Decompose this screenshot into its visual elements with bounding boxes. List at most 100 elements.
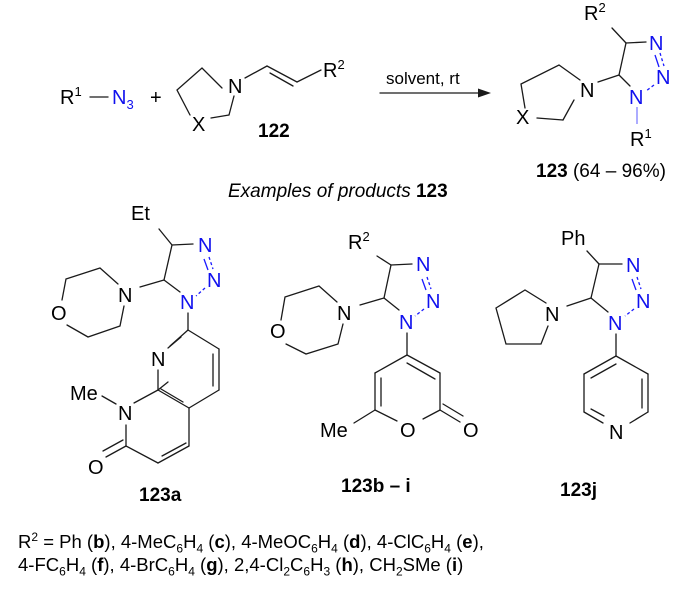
compound-123j-label: 123j [560, 480, 597, 501]
ring-bond [562, 99, 575, 121]
n-n-double-bond [636, 276, 642, 290]
vinyl-double-bond-inner [269, 72, 294, 87]
bond [590, 263, 600, 299]
bond [171, 243, 194, 246]
triazole-n3: N [649, 33, 663, 55]
morpholine-n: N [118, 285, 132, 307]
bond [597, 74, 620, 83]
product-amine-n: N [580, 80, 594, 102]
carbonyl-bond [442, 403, 464, 417]
ring-bond [536, 117, 564, 121]
plus-sign: + [150, 87, 162, 109]
n-n-bond [645, 84, 655, 92]
carbonyl-o: O [463, 420, 479, 442]
n-n-bond [624, 308, 635, 317]
legend-items: 4-FC6H4 (f), 4-BrC6H4 (g), 2,4-Cl2C6H3 (… [18, 554, 464, 579]
legend-item-f: 4-FC6H4 (f), [18, 554, 120, 579]
legend-r2: R2 [18, 530, 39, 553]
legend-item-b: Ph (b), [59, 531, 121, 553]
example-123j: Ph N N N N N 123j [495, 228, 650, 501]
n-n-double-bond [208, 256, 214, 270]
carbonyl-bond [102, 439, 124, 452]
triazole-n1: N [399, 312, 413, 334]
triazole-n1: N [180, 292, 194, 314]
n-n-bond [421, 278, 427, 291]
conditions-label: solvent, rt [386, 69, 460, 88]
n-n-double-bond [426, 276, 432, 290]
enamine-reagent-122: N X R2 122 [176, 57, 345, 142]
legend-item-i: CH2SMe (i) [369, 554, 464, 579]
arrow-head [478, 88, 491, 98]
morpholine-bonds [285, 323, 344, 355]
methyl-bond [353, 409, 376, 424]
n-n-bond [203, 258, 209, 271]
n-vinyl-bond [244, 65, 268, 79]
bond [160, 388, 184, 403]
example-123b-i: R2 N N N N O Me O O 123b – i [270, 229, 479, 497]
bond [383, 297, 400, 311]
ring-bonds [520, 64, 581, 109]
bond [374, 354, 408, 374]
bond [583, 411, 604, 424]
bond [406, 354, 441, 374]
bond [590, 408, 605, 417]
bond [359, 297, 385, 306]
bond [625, 41, 647, 44]
bond [615, 355, 649, 375]
morpholine-bonds [280, 285, 338, 321]
morpholine-o: O [270, 321, 286, 343]
product-ring-x: X [516, 107, 529, 129]
triazole-n1: N [608, 313, 622, 335]
triazole-n2: N [207, 270, 221, 292]
legend-item-h: 2,4-Cl2C6H3 (h), [233, 554, 370, 579]
pyridine-n: N [609, 422, 623, 444]
bond [158, 228, 173, 246]
bond [618, 74, 631, 87]
legend-item-d: 4-MeOC6H4 (d), [241, 531, 377, 556]
product-r1: R1 [630, 126, 652, 151]
bond [566, 297, 592, 307]
methyl-n: N [118, 403, 132, 425]
vinyl-double-bond [266, 65, 298, 83]
triazole-n3: N [626, 255, 640, 277]
r2-label: R2 [323, 57, 345, 82]
n-n-bond [195, 287, 206, 297]
product-123-label: 123 (64 – 96%) [536, 161, 666, 182]
ring-bonds [176, 67, 223, 116]
bond [422, 409, 441, 420]
triazole-n3: N [416, 254, 430, 276]
carbonyl-bond [105, 445, 127, 458]
triazole-n1: N [629, 87, 643, 109]
bond [383, 264, 392, 299]
morpholine-bonds [66, 305, 125, 338]
bond [406, 362, 436, 380]
carbonyl-bond [439, 409, 461, 423]
legend-item-e: 4-ClC6H4 (e), [376, 531, 484, 556]
legend-items: Ph (b), 4-MeC6H4 (c), 4-MeOC6H4 (d), 4-C… [59, 531, 484, 556]
vinyl-r2-bond [296, 69, 322, 83]
morpholine-o: O [51, 303, 67, 325]
r2-label: R2 [348, 229, 370, 254]
triazole-n2: N [426, 291, 440, 313]
bond [167, 336, 182, 349]
compound-123b-i-label: 123b – i [341, 476, 411, 497]
bond [390, 263, 413, 266]
azide-reagent: R1 N3 [60, 84, 134, 112]
bond [125, 445, 159, 464]
r2-legend-line1: R2 = Ph (b), 4-MeC6H4 (c), 4-MeOC6H4 (d)… [18, 524, 484, 562]
pyrrolidine-n: N [545, 304, 559, 326]
ring-bond [228, 95, 235, 116]
compound-122-label: 122 [258, 121, 290, 142]
bond [157, 381, 169, 391]
legend-item-g: 4-BrC6H4 (g), [119, 554, 234, 579]
pyranone-o: O [400, 420, 416, 442]
bond [163, 279, 181, 293]
bond [101, 395, 117, 405]
r2-legend-line2: 4-FC6H4 (f), 4-BrC6H4 (g), 2,4-Cl2C6H3 (… [18, 552, 463, 585]
r1-label: R1 [60, 84, 82, 109]
legend-equals: = [38, 531, 60, 553]
enamine-n: N [228, 76, 242, 98]
bond [590, 297, 609, 313]
n-n-bond [631, 278, 637, 291]
example-123a: Et N N N N O N N Me [51, 203, 221, 506]
